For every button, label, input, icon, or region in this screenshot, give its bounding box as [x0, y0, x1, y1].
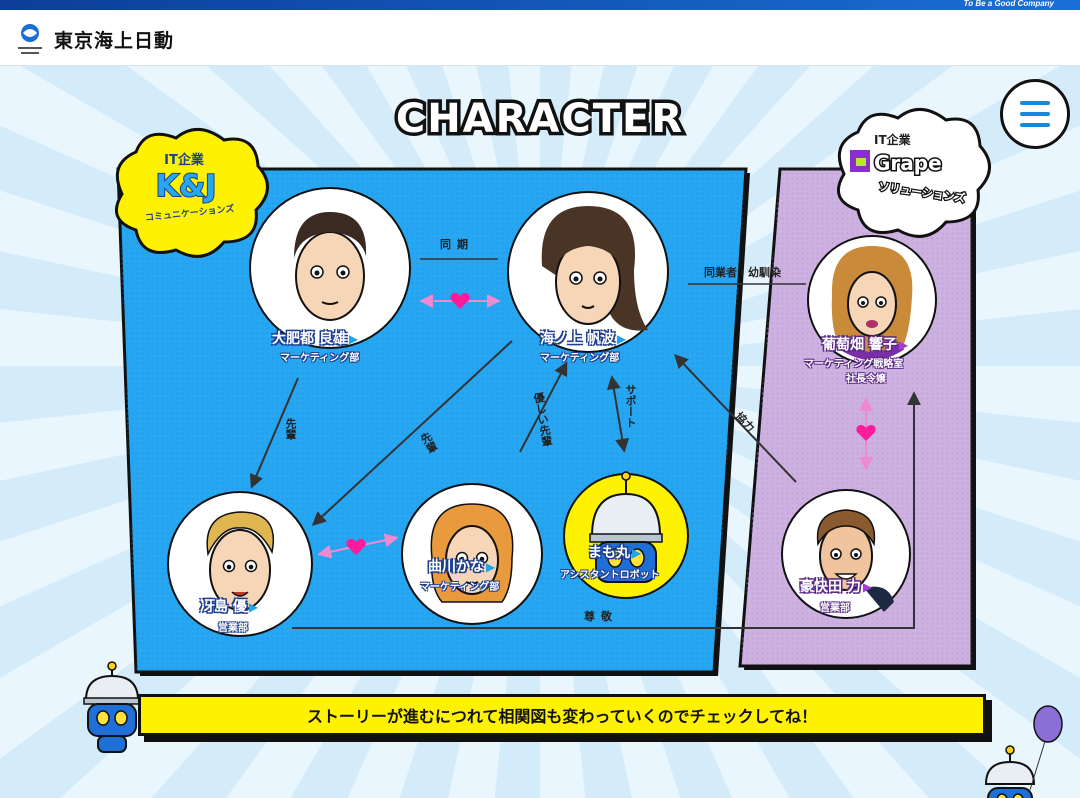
play-arrow-icon: ▶: [616, 332, 627, 346]
play-arrow-icon: ▶: [248, 600, 259, 614]
svg-text:IT企業: IT企業: [164, 152, 205, 168]
character-dept: マーケティング部: [280, 353, 360, 364]
character-dept: 営業部: [218, 623, 248, 634]
mascot-robot: [83, 661, 141, 753]
avatar: [807, 235, 937, 365]
top-robot: [984, 705, 1063, 798]
relation-label: 尊敬: [584, 610, 618, 623]
avatar: [507, 191, 669, 353]
relation-label: 先輩: [284, 418, 297, 440]
heart-icon: [346, 539, 366, 555]
character-link-magarikawa[interactable]: 曲川かな▶: [428, 559, 496, 575]
character-link-budo[interactable]: 葡萄畑 響子▶: [822, 337, 909, 353]
play-arrow-icon: ▶: [862, 580, 873, 594]
character-dept: マーケティング部: [540, 353, 620, 364]
relation-label: 同業者・幼馴染: [704, 266, 781, 279]
svg-text:Grape: Grape: [874, 151, 942, 175]
character-link-mamomaru[interactable]: まも丸▶: [588, 545, 642, 561]
character-dept: アシスタントロボット: [560, 570, 660, 581]
avatar: [401, 483, 543, 625]
menu-line-icon: [1020, 123, 1050, 127]
character-link-saejima[interactable]: 冴島 優▶: [200, 599, 259, 615]
character-link-oihi[interactable]: 大肥都 良雄▶: [272, 331, 359, 347]
character-map: CHARACTER IT企業 K&J コミュニケーションズ IT企業 Grape…: [0, 66, 1080, 798]
avatar: [167, 491, 313, 637]
play-arrow-icon: ▶: [486, 560, 496, 574]
menu-line-icon: [1020, 101, 1050, 105]
relation-label: サポート: [624, 384, 637, 428]
character-dept: マーケティング部: [420, 582, 500, 593]
character-role: 社長令嬢: [846, 374, 886, 385]
svg-text:K&J: K&J: [156, 169, 217, 204]
play-arrow-icon: ▶: [632, 546, 642, 560]
top-strip: To Be a Good Company: [0, 0, 1080, 10]
relation-label: 同期: [440, 238, 474, 251]
avatar: [563, 471, 689, 599]
kj-badge: IT企業 K&J コミュニケーションズ: [114, 128, 269, 258]
map-artwork: CHARACTER IT企業 K&J コミュニケーションズ IT企業 Grape…: [83, 93, 1063, 798]
banner-text: ストーリーが進むにつれて相関図も変わっていくのでチェックしてね！: [306, 707, 818, 726]
character-link-unojo[interactable]: 海ノ上 帆波▶: [540, 331, 627, 347]
svg-text:IT企業: IT企業: [874, 132, 912, 147]
company-logo-icon[interactable]: [16, 22, 44, 58]
menu-line-icon: [1020, 112, 1050, 116]
character-link-gokaida[interactable]: 豪快田 力▶: [800, 579, 873, 595]
play-arrow-icon: ▶: [898, 338, 909, 352]
tagline: To Be a Good Company: [963, 0, 1054, 8]
avatar: [781, 489, 911, 619]
brand-name[interactable]: 東京海上日動: [54, 30, 175, 52]
character-dept: マーケティング戦略室: [804, 359, 904, 370]
avatar: [249, 187, 411, 349]
site-header: 東京海上日動: [0, 10, 1080, 66]
character-dept: 営業部: [820, 603, 850, 614]
hamburger-menu-button[interactable]: [1000, 79, 1070, 149]
story-banner: ストーリーが進むにつれて相関図も変わっていくのでチェックしてね！: [138, 694, 986, 736]
play-arrow-icon: ▶: [348, 332, 359, 346]
heart-icon: [856, 425, 876, 441]
heart-icon: [450, 293, 470, 309]
page-title-art: CHARACTER: [396, 96, 684, 142]
grape-badge: IT企業 Grape ソリューションズ: [836, 108, 991, 238]
